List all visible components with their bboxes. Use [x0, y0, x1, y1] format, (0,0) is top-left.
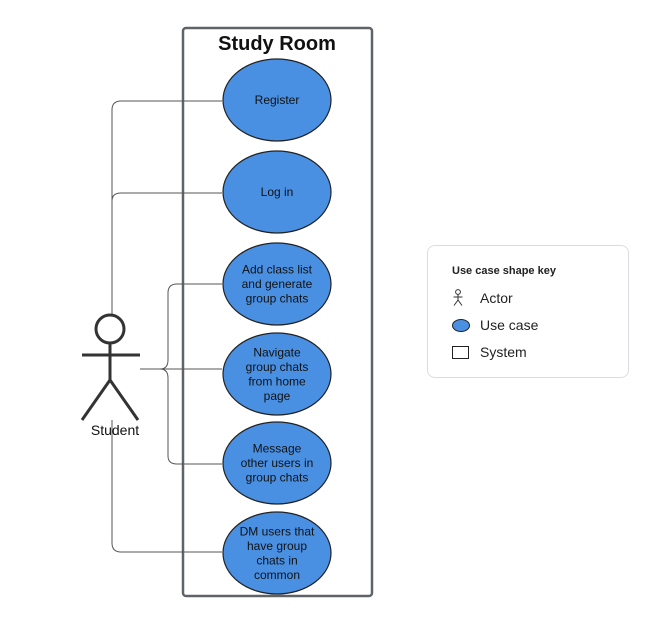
- connector-register: [111, 100, 222, 318]
- legend-label-use-case: Use case: [480, 317, 539, 333]
- use-case-ellipse: [222, 58, 332, 142]
- legend-item-use-case: Use case: [452, 315, 538, 335]
- use-case-label-line: DM users that: [240, 524, 315, 538]
- use-case-ellipse: [222, 242, 332, 326]
- system-title: Study Room: [218, 33, 336, 55]
- connector-dm-users: [111, 420, 222, 553]
- use-case-label-line: common: [254, 568, 300, 582]
- use-case-icon: [452, 318, 474, 332]
- use-case-label-line: group chats: [246, 292, 309, 306]
- use-case-label-line: Navigate: [253, 345, 301, 359]
- actor-icon: [452, 289, 474, 307]
- connector-message: [159, 368, 222, 465]
- use-case-label-line: Register: [255, 93, 300, 107]
- use-case-ellipse: [222, 421, 332, 505]
- use-case-ellipse: [222, 511, 332, 595]
- use-case-label-line: Message: [253, 442, 302, 456]
- legend-title: Use case shape key: [452, 265, 556, 277]
- actor-right-leg: [108, 379, 140, 421]
- actor-left-leg: [80, 379, 112, 421]
- use-case-label-line: chats in: [256, 553, 297, 567]
- use-case-label-line: other users in: [241, 456, 314, 470]
- actor-student: [80, 313, 140, 421]
- legend-panel: Use case shape key Actor Use case System: [427, 245, 629, 378]
- connector-add-class: [159, 283, 222, 370]
- actor-name: Student: [91, 422, 139, 438]
- legend-item-actor: Actor: [452, 288, 513, 308]
- use-case-label-line: and generate: [242, 277, 313, 291]
- actor-head: [94, 313, 126, 345]
- use-case-label-line: from home: [248, 374, 306, 388]
- use-case-log-in: Log in: [222, 150, 332, 234]
- legend-label-actor: Actor: [480, 290, 513, 306]
- use-case-label-line: Add class list: [242, 263, 313, 277]
- use-case-label-line: Log in: [261, 185, 294, 199]
- use-case-register: Register: [222, 58, 332, 142]
- legend-label-system: System: [480, 344, 527, 360]
- legend-item-system: System: [452, 342, 527, 362]
- use-case-label-line: group chats: [246, 360, 309, 374]
- use-case-label-line: page: [264, 389, 291, 403]
- connectors: [111, 100, 222, 553]
- system-icon: [452, 345, 474, 359]
- use-case-label-line: group chats: [246, 471, 309, 485]
- use-case-ellipse: [222, 332, 332, 416]
- use-case-label-line: have group: [247, 539, 307, 553]
- connector-login: [111, 192, 222, 318]
- use-case-ellipse: [222, 150, 332, 234]
